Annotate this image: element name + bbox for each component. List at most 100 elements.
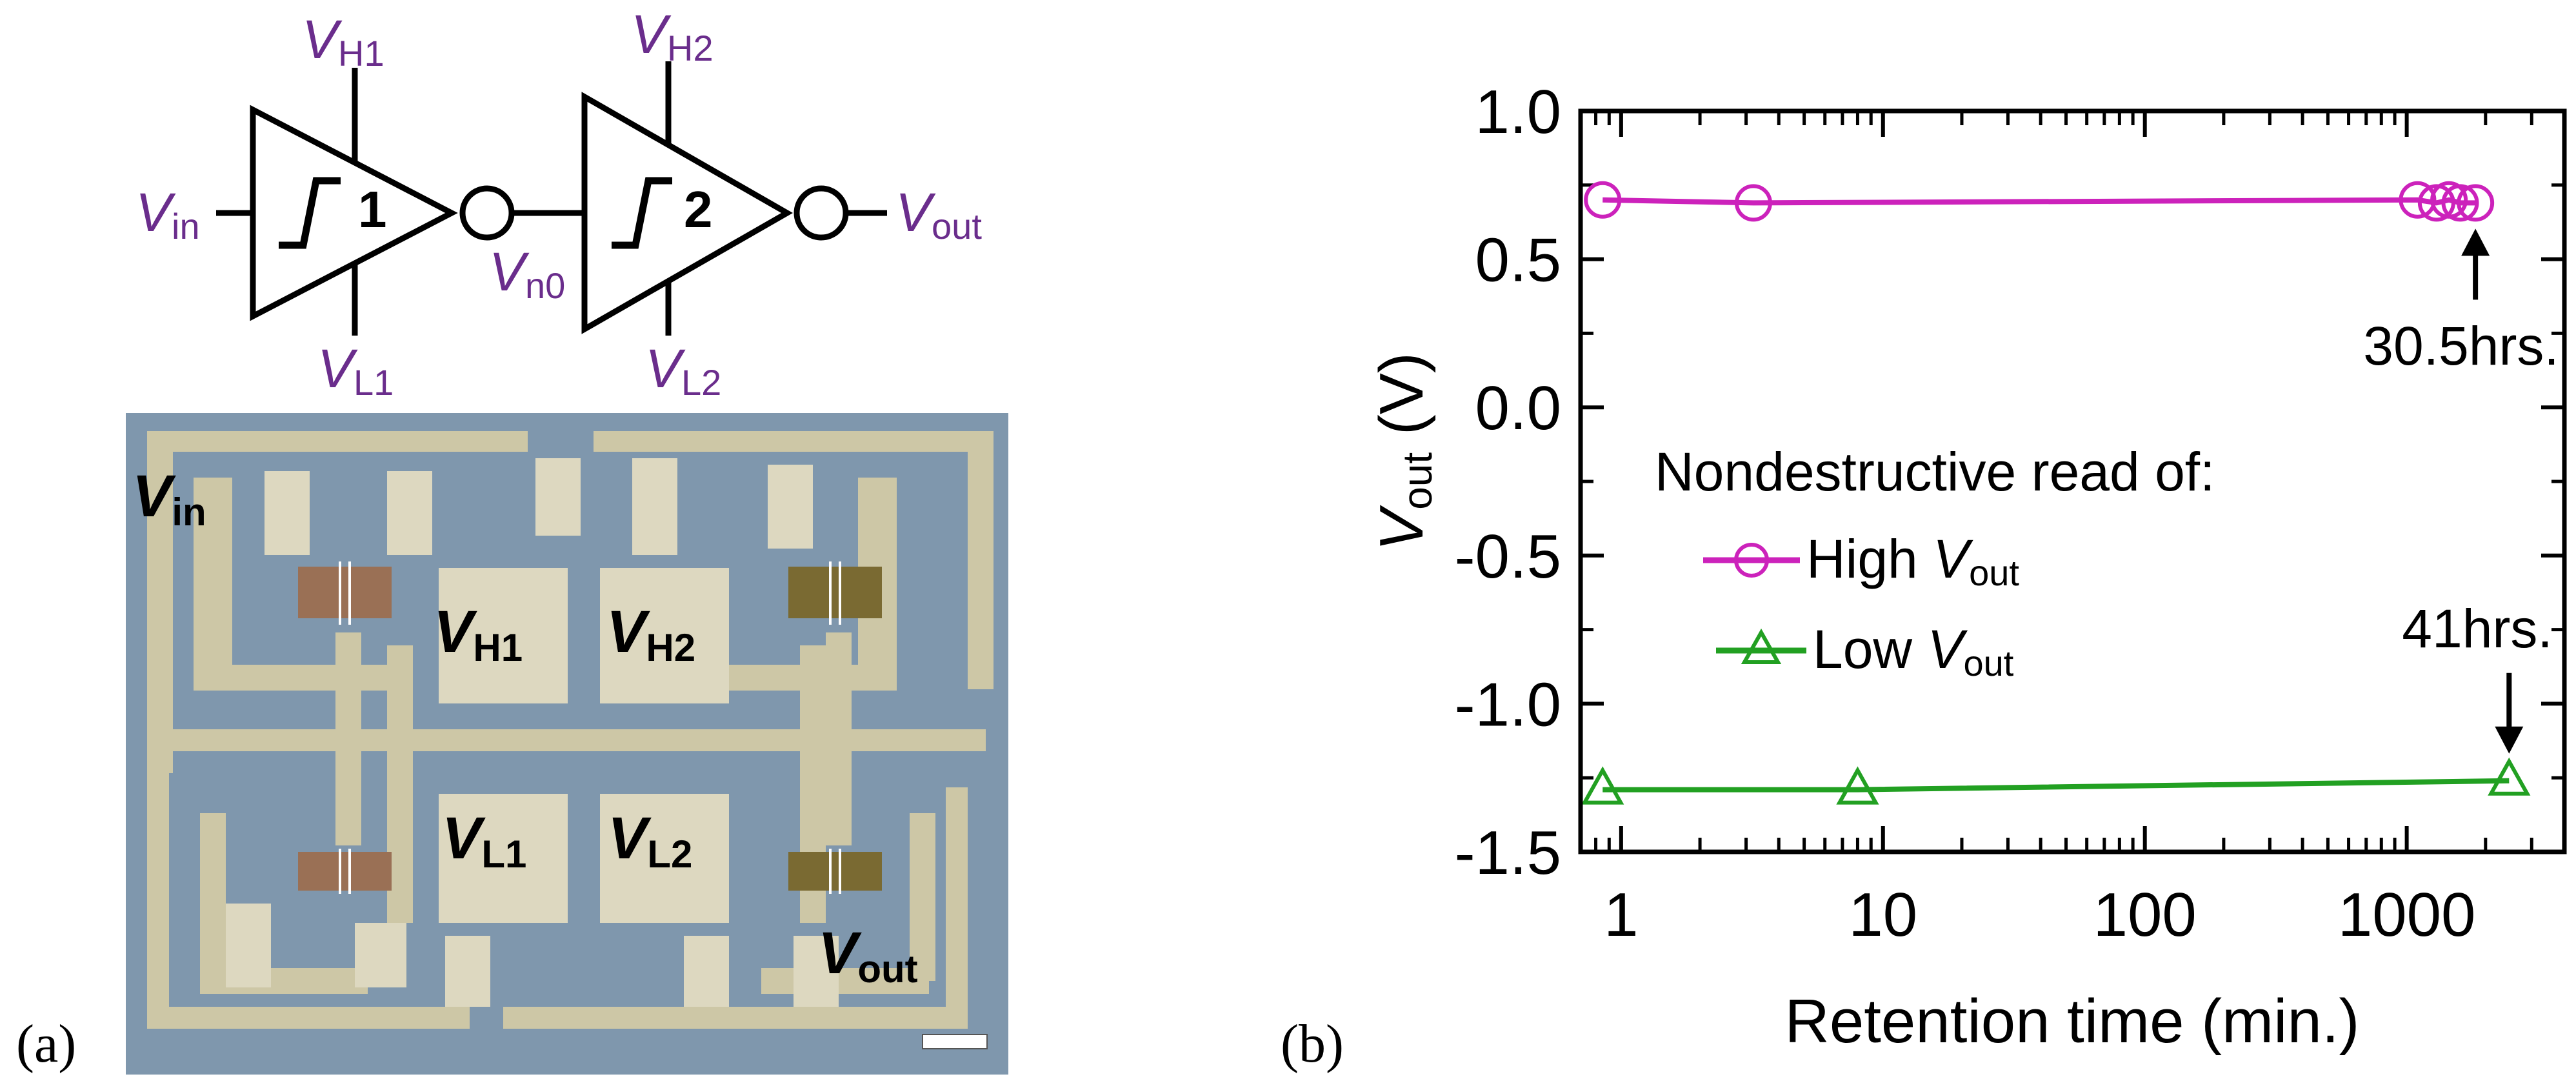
x-axis-label: Retention time (min.) [1785,987,2360,1056]
legend: Nondestructive read of: High Vout Low Vo… [1655,441,2215,683]
gate-lines [339,561,841,894]
gate-1-inversion-bubble [459,185,515,241]
annotations: 30.5hrs. 41hrs. [2363,228,2559,754]
y-tick-label: -1.5 [1455,818,1561,887]
transistor-channel [788,852,882,891]
schematic-vl2-label: VL2 [645,338,721,403]
data-point-circle [1584,181,1622,219]
data-point-triangle [1836,766,1879,805]
chart-series [1581,181,2531,805]
pad [684,936,729,1007]
gate-2-inversion-bubble [794,185,849,241]
metal-trace [503,1007,968,1029]
pad [226,904,271,987]
panel-label-b: (b) [1281,1014,1344,1074]
metal-trace [761,968,929,994]
annotation-arrows [2461,228,2524,754]
pad [768,465,813,549]
contact-pads [226,458,839,1007]
pad [265,471,310,555]
y-tick-label: -1.0 [1455,670,1561,739]
pad [794,936,839,1007]
data-point-triangle [1581,766,1624,805]
metal-trace [147,729,986,751]
pad [439,794,568,923]
metal-trace [968,431,993,689]
schematic-vn0-label: Vn0 [489,241,565,306]
x-tick-label: 10 [1848,880,1917,949]
schematic-vh2-label: VH2 [631,4,714,68]
pad [600,794,729,923]
legend-low-marker [1741,628,1782,664]
transistor-channel [298,567,392,618]
schematic-vh1-label: VH1 [302,9,384,74]
y-tick-label: 0.0 [1475,374,1561,443]
transistor-channel [298,852,392,891]
gate-1-hysteresis-icon [279,177,341,249]
arrow-41hrs-head [2495,726,2524,754]
pad [439,568,568,703]
schematic-labels: 1 2 VH1 VL1 VH2 VL2 Vin Vn0 Vout [135,4,982,403]
metal-trace [594,431,993,452]
data-point-circle [1734,184,1772,222]
metal-trace [147,431,528,452]
micrograph-vh1-label: VH1 [434,599,523,669]
annotation-41hrs: 41hrs. [2402,598,2552,659]
annotation-30-5hrs: 30.5hrs. [2363,316,2559,376]
metal-traces [147,431,993,1029]
pad [445,936,490,1007]
metal-trace [147,1007,470,1029]
data-point-circle [2457,184,2495,222]
y-axis-label: Vout (V) [1367,352,1441,551]
inverter-schematic [216,61,887,336]
legend-title: Nondestructive read of: [1655,441,2215,502]
micrograph-vh2-label: VH2 [606,599,695,669]
schematic-vout-label: Vout [895,182,982,247]
transistor-channel [788,567,882,618]
x-tick-label: 100 [2093,880,2197,949]
series-line-1 [1603,778,2510,793]
micrograph-vout-label: Vout [818,920,918,991]
micrograph-vl2-label: VL2 [608,805,692,876]
schematic-vl1-label: VL1 [317,338,394,403]
legend-high-label: High Vout [1806,529,2019,593]
metal-trace [946,787,968,1026]
device-micrograph: Vin VH1 VH2 VL1 VL2 Vout [126,413,1008,1075]
schematic-vin-label: Vin [135,182,200,247]
data-point-circle [2399,181,2437,219]
pad [600,568,729,703]
gate-2-triangle [581,92,794,334]
y-tick-label: 0.5 [1475,226,1561,295]
legend-low-label: Low Vout [1813,619,2014,683]
data-point-triangle [2488,757,2531,796]
x-tick-label: 1000 [2338,880,2476,949]
y-tick-label: -0.5 [1455,522,1561,591]
gate-1-number: 1 [358,181,387,238]
pad [535,458,581,536]
gate-2-number: 2 [684,181,713,238]
metal-trace [200,968,368,994]
data-point-circle [2441,184,2479,222]
series-line-0 [1603,197,2476,206]
scale-bar [922,1034,988,1049]
pad [387,471,432,555]
pad [355,923,406,987]
metal-trace [194,478,232,684]
legend-high-marker [1734,543,1769,578]
plot-area [1578,108,2567,854]
micrograph-vin-label: Vin [132,463,206,534]
metal-trace [335,632,361,845]
y-tick-label: 1.0 [1475,77,1561,146]
gate-2-hysteresis-icon [612,177,672,249]
micrograph-vl1-label: VL1 [442,805,526,876]
panel-label-a: (a) [16,1014,76,1074]
metal-trace [910,813,935,981]
metal-trace [147,431,173,773]
metal-trace [147,751,169,1022]
metal-trace [200,813,226,981]
pad [632,458,677,555]
arrow-30-5hrs-head [2461,228,2490,256]
